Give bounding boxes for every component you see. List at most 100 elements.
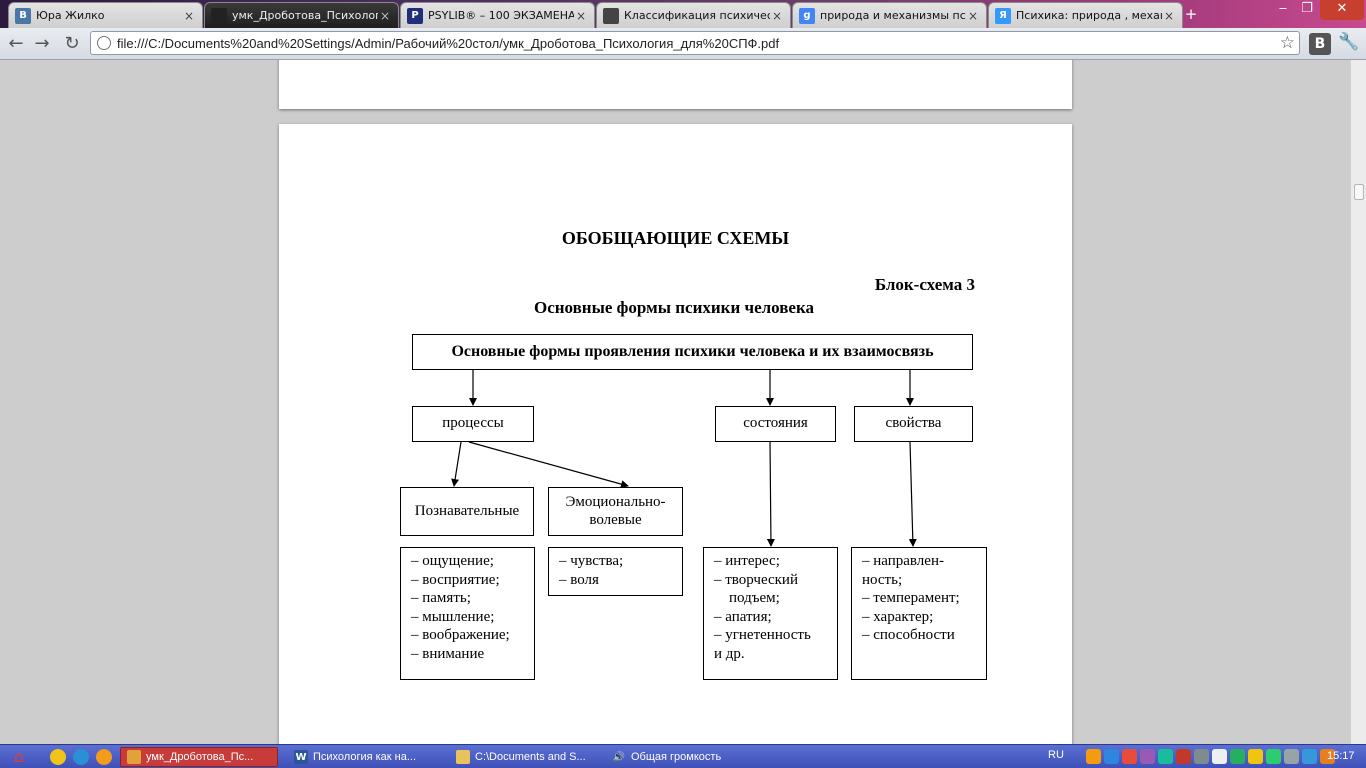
taskbar-task-button[interactable]: умк_Дроботова_Пс... <box>120 747 278 767</box>
forward-button[interactable]: → <box>34 33 50 54</box>
list-item: – воображение; <box>411 627 510 643</box>
quick-launch-icon[interactable] <box>50 749 66 765</box>
tab-favicon-icon: В <box>15 7 31 24</box>
tray-icon[interactable] <box>1320 749 1335 764</box>
pdf-viewer[interactable]: ОБОБЩАЮЩИЕ СХЕМЫ Блок-схема 3 Основные ф… <box>0 60 1366 744</box>
tray-icon[interactable] <box>1140 749 1155 764</box>
task-app-icon <box>127 750 141 764</box>
document-heading: ОБОБЩАЮЩИЕ СХЕМЫ <box>561 228 790 248</box>
scheme-title: Основные формы психики человека <box>533 298 815 317</box>
tray-icon[interactable] <box>1176 749 1191 764</box>
list-item: – интерес; <box>714 553 780 569</box>
taskbar-task-button[interactable]: C:\Documents and S... <box>450 747 600 767</box>
tab-title: Классификация психических <box>624 9 770 22</box>
new-tab-button[interactable]: + <box>1184 5 1198 23</box>
tray-icon[interactable] <box>1122 749 1137 764</box>
tray-icon[interactable] <box>1230 749 1245 764</box>
bookmark-star-icon[interactable]: ☆ <box>1279 33 1295 53</box>
tab-favicon-icon: P <box>407 7 423 24</box>
emotional-line-2: волевые <box>589 511 642 528</box>
quick-launch-icon[interactable] <box>73 749 89 765</box>
tab-title: PSYLIB® – 100 ЭКЗАМЕНАЦИ <box>428 9 574 22</box>
list-item: и др. <box>714 645 745 662</box>
minimize-button[interactable]: ‒ <box>1278 1 1288 16</box>
list-item: – творческий <box>714 571 798 588</box>
tray-icon[interactable] <box>1194 749 1209 764</box>
tab-favicon-icon: Я <box>995 7 1011 24</box>
tray-icon[interactable] <box>1284 749 1299 764</box>
vertical-scrollbar[interactable] <box>1350 60 1366 744</box>
tab-title: умк_Дроботова_Психология <box>232 9 378 22</box>
list-item: – способности <box>862 627 955 643</box>
browser-tab[interactable]: В Юра Жилко × <box>8 2 203 28</box>
tab-close-icon[interactable]: × <box>379 8 391 23</box>
scrollbar-thumb[interactable] <box>1354 184 1364 200</box>
emotional-volitional-box: Эмоционально- волевые <box>548 487 683 536</box>
start-button[interactable]: ⌂ <box>13 747 25 766</box>
list-item: – характер; <box>862 608 934 625</box>
browser-tab[interactable]: Классификация психических× <box>596 2 791 28</box>
extension-button[interactable]: B <box>1309 33 1331 55</box>
arrow-states-to-list <box>766 441 775 547</box>
reload-button[interactable]: ↻ <box>64 33 80 54</box>
task-app-icon: 🔊 <box>612 751 626 763</box>
tab-close-icon[interactable]: × <box>1163 8 1175 23</box>
tray-icon[interactable] <box>1266 749 1281 764</box>
tab-close-icon[interactable]: × <box>183 8 195 23</box>
browser-tab[interactable]: P PSYLIB® – 100 ЭКЗАМЕНАЦИ× <box>400 2 595 28</box>
arrow-processes-to-emotional <box>468 441 629 488</box>
taskbar: ⌂ умк_Дроботова_Пс... W Психология как на.… <box>0 744 1366 768</box>
tray-icon[interactable] <box>1158 749 1173 764</box>
list-item: – память; <box>411 590 471 606</box>
task-label: умк_Дроботова_Пс... <box>146 751 254 763</box>
task-app-icon: W <box>294 750 308 764</box>
cognitive-list: – ощущение; – восприятие; – память; – мы… <box>400 547 535 680</box>
tray-icon[interactable] <box>1212 749 1227 764</box>
task-app-icon <box>456 750 470 764</box>
browser-tab[interactable]: умк_Дроботова_Психология× <box>204 2 399 28</box>
tab-close-icon[interactable]: × <box>967 8 979 23</box>
tray-icon[interactable] <box>1302 749 1317 764</box>
properties-list: – направлен- ность; – темперамент; – хар… <box>851 547 987 680</box>
tab-title: Юра Жилко <box>36 9 105 22</box>
list-item: – направлен- <box>862 553 944 569</box>
list-item: – темперамент; <box>862 590 960 606</box>
pdf-page-previous <box>279 60 1072 109</box>
taskbar-task-button[interactable]: 🔊 Общая громкость <box>606 747 766 767</box>
states-list: – интерес; – творческий подъем; – апатия… <box>703 547 838 680</box>
tray-icon[interactable] <box>1086 749 1101 764</box>
main-forms-box: Основные формы проявления психики челове… <box>412 334 973 370</box>
list-item: ность; <box>862 571 903 588</box>
maximize-button[interactable]: ❐ <box>1301 1 1313 16</box>
tab-favicon-icon: g <box>799 7 815 24</box>
tray-icon[interactable] <box>1104 749 1119 764</box>
task-label: C:\Documents and S... <box>475 751 586 763</box>
quick-launch-icon[interactable] <box>96 749 112 765</box>
address-bar[interactable]: file:///C:/Documents%20and%20Settings/Ad… <box>90 31 1300 55</box>
emotional-line-1: Эмоционально- <box>565 494 666 511</box>
task-label: Общая громкость <box>631 751 722 763</box>
list-item: – ощущение; <box>411 553 494 569</box>
list-item: – мышление; <box>411 608 495 625</box>
close-window-button[interactable]: ✕ <box>1320 0 1364 20</box>
tab-close-icon[interactable]: × <box>575 8 587 23</box>
states-box: состояния <box>715 406 836 442</box>
tab-close-icon[interactable]: × <box>771 8 783 23</box>
taskbar-task-button[interactable]: W Психология как на... <box>288 747 438 767</box>
arrow-properties-to-list <box>908 441 917 547</box>
list-item: – апатия; <box>714 608 772 625</box>
task-label: Психология как на... <box>313 751 417 763</box>
url-text[interactable]: file:///C:/Documents%20and%20Settings/Ad… <box>117 35 780 51</box>
clock: 15:17 <box>1327 750 1355 762</box>
wrench-menu-icon[interactable]: 🔧 <box>1338 32 1360 52</box>
list-item: – восприятие; <box>411 571 500 588</box>
pdf-page-current: ОБОБЩАЮЩИЕ СХЕМЫ Блок-схема 3 Основные ф… <box>279 124 1072 744</box>
page-info-icon[interactable] <box>97 36 111 50</box>
tray-icon[interactable] <box>1248 749 1263 764</box>
language-indicator[interactable]: RU <box>1048 749 1064 761</box>
back-button[interactable]: ← <box>8 33 24 54</box>
tab-favicon-icon <box>603 7 619 24</box>
